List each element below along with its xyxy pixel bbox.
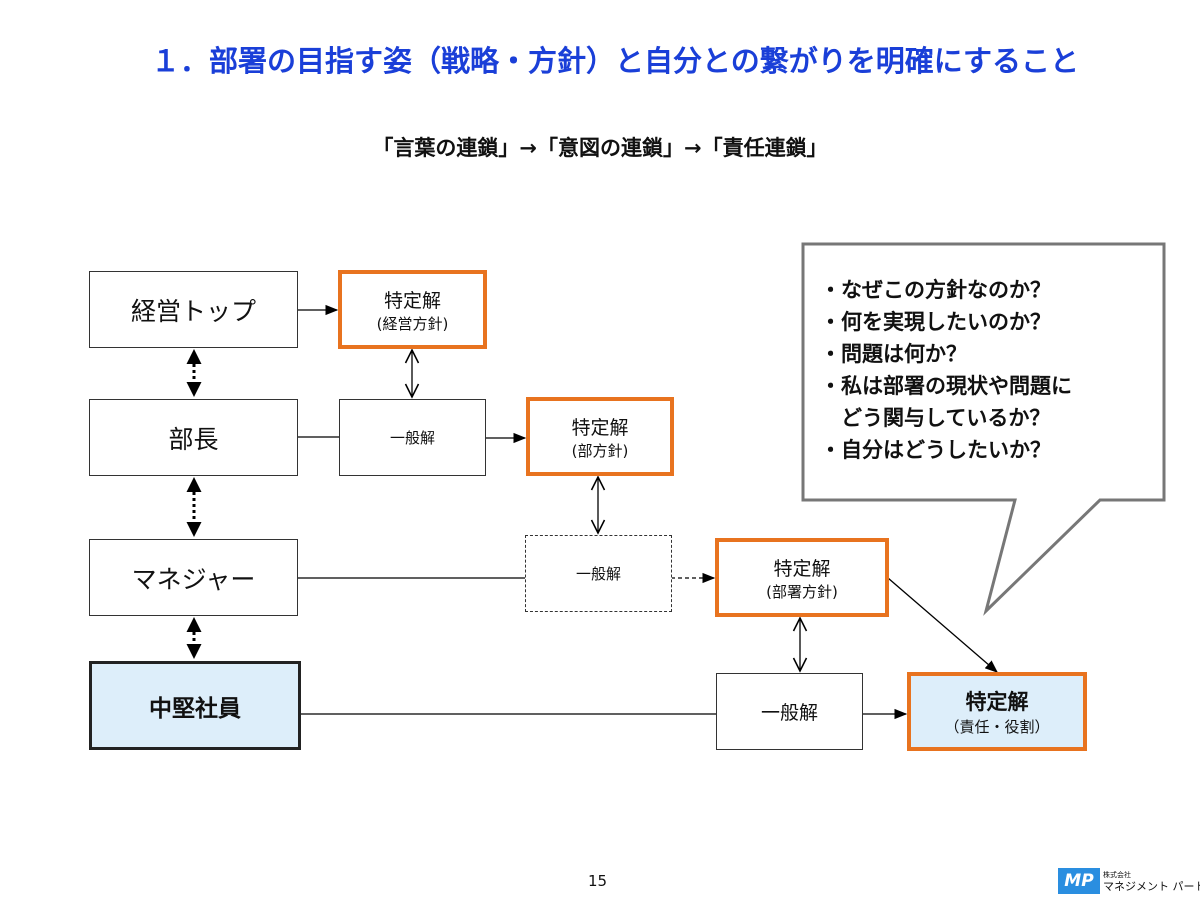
specific-role: 特定解 （責任・役割） — [907, 672, 1087, 751]
box-title: 一般解 — [760, 702, 818, 724]
callout-line: ・問題は何か？ — [820, 342, 967, 366]
box-sub: (部署方針) — [766, 582, 838, 601]
subtitle: 「言葉の連鎖」→「意図の連鎖」→「責任連鎖」 — [372, 136, 828, 160]
double-arrow-diagonal — [875, 566, 998, 673]
box-title: 特定解 — [965, 690, 1029, 714]
general-3: 一般解 — [716, 673, 863, 750]
specific-dept: 特定解 (部方針) — [526, 397, 674, 476]
logo-name: マネジメント パートナー — [1103, 880, 1200, 893]
callout-line: ・何を実現したいのか？ — [820, 310, 1051, 334]
logo-mark: MP — [1058, 868, 1100, 894]
box-sub: （責任・役割） — [944, 718, 1050, 736]
page-title: １．部署の目指す姿（戦略・方針）と自分との繋がりを明確にすること — [150, 44, 1079, 78]
role-top: 経営トップ — [89, 271, 298, 348]
logo-text: 株式会社 マネジメント パートナー — [1103, 870, 1200, 892]
general-1: 一般解 — [339, 399, 486, 476]
role-manager: マネジャー — [89, 539, 298, 616]
role-label: 中堅社員 — [149, 695, 241, 722]
callout-line: ・なぜこの方針なのか？ — [820, 278, 1051, 302]
role-label: マネジャー — [131, 564, 256, 594]
callout-line: どう関与しているか？ — [820, 406, 1051, 430]
role-label: 経営トップ — [130, 296, 256, 326]
box-title: 一般解 — [389, 429, 435, 447]
role-bucho: 部長 — [89, 399, 298, 476]
general-2: 一般解 — [525, 535, 672, 612]
callout-text: ・なぜこの方針なのか？ ・何を実現したいのか？ ・問題は何か？ ・私は部署の現状… — [820, 274, 1072, 466]
box-title: 特定解 — [571, 416, 629, 439]
callout-line: ・私は部署の現状や問題に — [820, 374, 1072, 398]
box-title: 特定解 — [383, 289, 441, 312]
box-title: 一般解 — [575, 565, 621, 583]
specific-section: 特定解 (部署方針) — [715, 538, 889, 617]
role-employee: 中堅社員 — [89, 661, 301, 750]
callout-line: ・自分はどうしたいか？ — [820, 438, 1051, 462]
specific-mgmt: 特定解 (経営方針) — [338, 270, 487, 349]
logo-small: 株式会社 — [1103, 871, 1131, 879]
role-label: 部長 — [168, 424, 219, 454]
page-number: 15 — [588, 872, 608, 890]
box-sub: (部方針) — [571, 441, 629, 460]
callout-bubble — [801, 242, 1166, 616]
box-sub: (経営方針) — [376, 314, 449, 333]
box-title: 特定解 — [773, 557, 831, 580]
company-logo: MP 株式会社 マネジメント パートナー — [1058, 868, 1200, 894]
